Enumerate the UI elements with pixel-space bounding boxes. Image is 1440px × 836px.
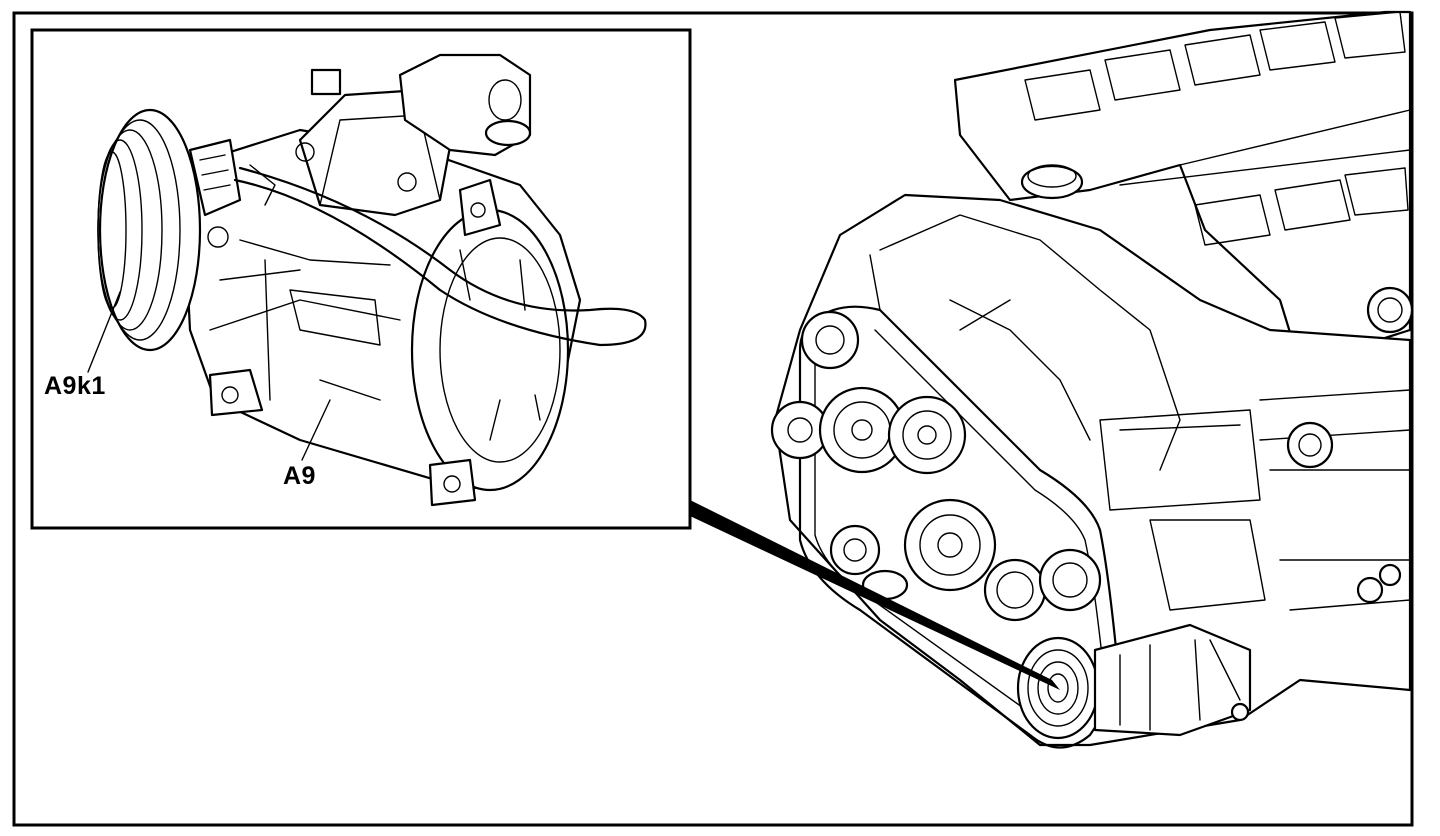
outer-frame — [12, 11, 1414, 827]
label-a9k1: A9k1 — [44, 372, 106, 400]
leader-compressor — [301, 399, 331, 461]
label-a9: A9 — [283, 462, 316, 490]
callout-pointer — [690, 500, 1060, 690]
ac-compressor-illustration — [87, 53, 647, 507]
engine-illustration — [770, 10, 1414, 749]
leader-clutch — [87, 291, 121, 373]
